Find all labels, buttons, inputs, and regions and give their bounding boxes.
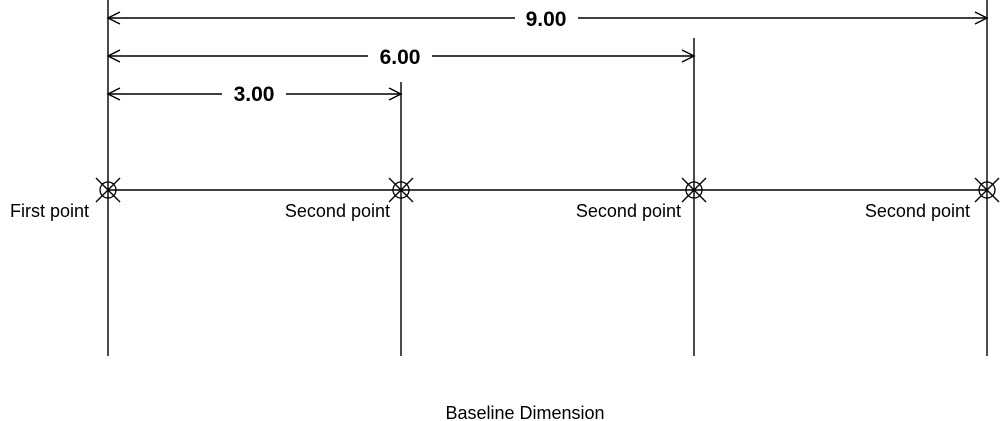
arrowhead-right bbox=[681, 49, 696, 63]
first-point-marker-icon bbox=[95, 177, 121, 203]
diagram-caption: Baseline Dimension bbox=[445, 403, 604, 421]
dimension-3: 3.00 bbox=[106, 83, 403, 106]
second-point-marker-icon bbox=[388, 177, 414, 203]
arrowhead-left bbox=[106, 49, 121, 63]
arrowhead-right bbox=[388, 87, 403, 101]
first-point-label: First point bbox=[10, 201, 89, 221]
dimension-9: 9.00 bbox=[106, 8, 989, 31]
second-point-marker-icon bbox=[974, 177, 1000, 203]
dimension-text: 3.00 bbox=[234, 83, 275, 106]
second-point-label: Second point bbox=[285, 201, 390, 221]
dimension-text: 6.00 bbox=[380, 46, 421, 69]
dimension-6: 6.00 bbox=[106, 46, 696, 69]
second-point-marker-icon bbox=[681, 177, 707, 203]
second-point-label: Second point bbox=[865, 201, 970, 221]
arrowhead-left bbox=[106, 11, 121, 25]
arrowhead-right bbox=[974, 11, 989, 25]
dimension-text: 9.00 bbox=[526, 8, 567, 31]
second-point-label: Second point bbox=[576, 201, 681, 221]
arrowhead-left bbox=[106, 87, 121, 101]
